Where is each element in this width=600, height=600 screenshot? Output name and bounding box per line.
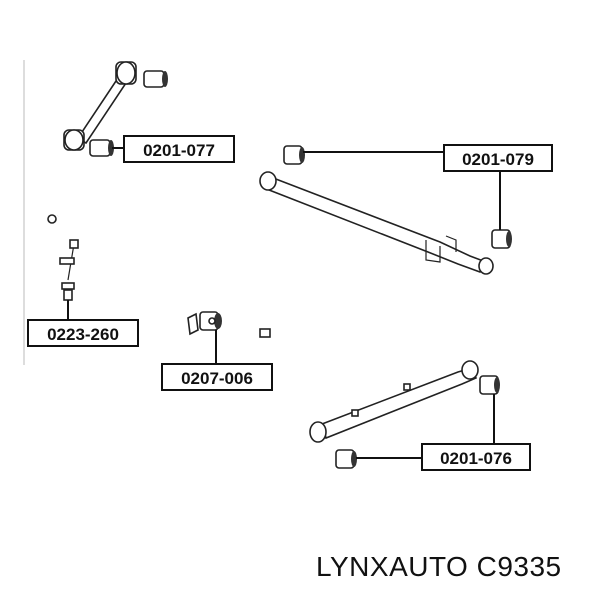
upper-left-control-arm <box>63 61 137 151</box>
bushing-icon-076-bottom <box>335 449 357 469</box>
brand-part-number: LYNXAUTO C9335 <box>316 551 562 582</box>
bushing-icon-077-top <box>143 70 168 88</box>
stabilizer-bar-inner <box>57 198 296 336</box>
stabilizer-bushing <box>187 311 222 336</box>
upper-right-lateral-rod <box>259 171 494 275</box>
part-label-0201-077: 0201-077 <box>123 135 235 163</box>
stabilizer-bar-end-right <box>259 328 271 338</box>
svg-text:0201-076: 0201-076 <box>440 449 512 468</box>
part-label-0201-076: 0201-076 <box>421 443 531 471</box>
stabilizer-bar-end-left <box>47 214 57 224</box>
bushing-icon-079-bottom <box>491 229 512 249</box>
svg-text:0223-260: 0223-260 <box>47 325 119 344</box>
bushing-icon-076-top <box>479 375 500 395</box>
part-label-0201-079: 0201-079 <box>443 144 553 172</box>
svg-text:0201-077: 0201-077 <box>143 141 215 160</box>
bushing-icon-079-top <box>283 145 305 165</box>
lower-right-control-arm <box>309 360 479 443</box>
svg-text:0201-079: 0201-079 <box>462 150 534 169</box>
part-label-0207-006: 0207-006 <box>161 363 273 391</box>
bushing-icon-077-bottom <box>89 139 114 157</box>
stabilizer-bar <box>57 199 295 335</box>
stabilizer-link <box>59 239 79 301</box>
part-label-0223-260: 0223-260 <box>27 319 139 347</box>
svg-text:0207-006: 0207-006 <box>181 369 253 388</box>
